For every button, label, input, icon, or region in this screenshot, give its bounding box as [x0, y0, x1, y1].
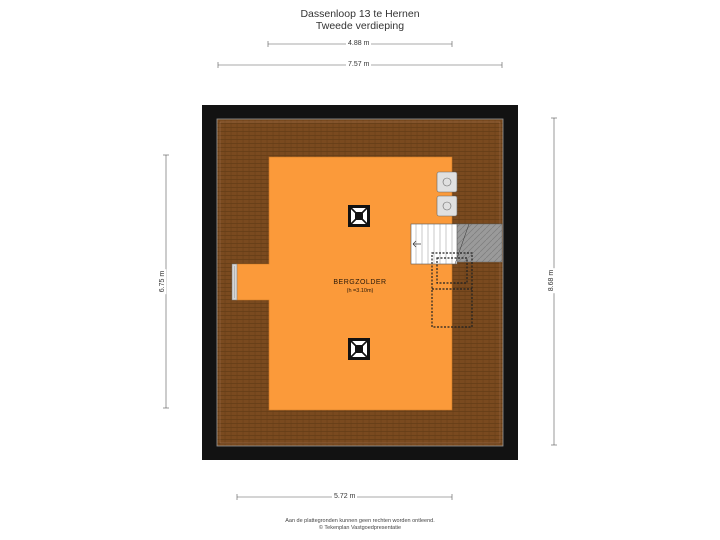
floor-name: Tweede verdieping [315, 20, 405, 32]
room-height: (h =3.10m) [346, 288, 374, 294]
staircase [410, 223, 470, 265]
plan-title: Dassenloop 13 te Hernen [300, 8, 420, 20]
dimension-bottom-label: 5.72 m [332, 493, 358, 500]
skylight-top [348, 205, 370, 227]
technical-units [436, 171, 458, 217]
dimension-right-label: 8.68 m [548, 267, 556, 294]
stair-roof-section [454, 223, 503, 263]
room-name: BERGZOLDER [333, 279, 387, 286]
dimension-top-inner-label: 4.88 m [346, 40, 372, 47]
stair-opening-below [431, 252, 473, 328]
dimension-top-outer-label: 7.57 m [346, 61, 372, 68]
copyright: © Tekenplan Vastgoedpresentatie [318, 525, 402, 531]
skylight-bottom [348, 338, 370, 360]
dimension-left-label: 6.75 m [159, 268, 167, 295]
disclaimer: Aan de plattegronden kunnen geen rechten… [285, 518, 435, 524]
